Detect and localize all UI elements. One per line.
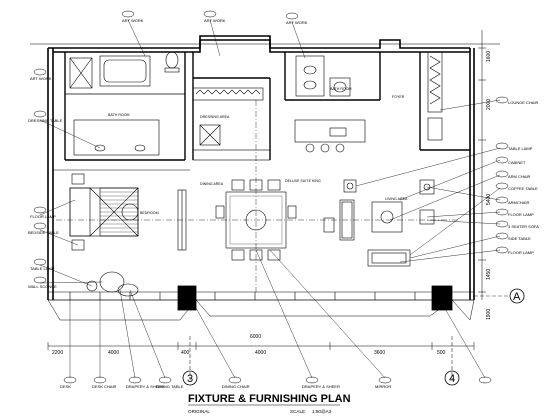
room-label-bath-2: BATH ROOM bbox=[330, 87, 352, 91]
plan-subtitle: ORIGINAL bbox=[188, 409, 210, 414]
center-lines bbox=[56, 100, 460, 292]
bath-fixtures-right bbox=[295, 55, 351, 97]
note-tag: DESK CHAIR bbox=[92, 384, 117, 389]
dimension-label: 2000 bbox=[486, 99, 492, 110]
note-tag: LOUNGE CHAIR bbox=[508, 100, 539, 105]
dimension-label: 5400 bbox=[486, 194, 492, 205]
wardrobe-right bbox=[427, 51, 443, 141]
window-mullions bbox=[69, 292, 416, 300]
dimension-label: 400 bbox=[181, 350, 190, 356]
bath-fixtures-left bbox=[69, 51, 180, 156]
note-tag: ART WORK bbox=[122, 18, 144, 23]
dimension-label: 500 bbox=[437, 350, 446, 356]
note-tag: MIRROR bbox=[375, 384, 391, 389]
dimension-label: 1600 bbox=[486, 51, 492, 62]
dimension-label: 1450 bbox=[486, 269, 492, 280]
note-tag: ARM CHAIR bbox=[508, 174, 531, 179]
note-tag: ART WORK bbox=[30, 76, 52, 81]
note-tag: FLOOR LAMP bbox=[508, 212, 534, 217]
dressing-area-furniture bbox=[192, 87, 271, 161]
room-label-bedroom: BEDROOM bbox=[140, 211, 159, 215]
grid-bubble-a bbox=[509, 288, 525, 304]
dimension-label: 4000 bbox=[255, 350, 266, 356]
dimension-label: 3600 bbox=[374, 350, 385, 356]
dimension-label: 4000 bbox=[108, 350, 119, 356]
interior-walls bbox=[53, 52, 470, 171]
note-tag: SIDE TABLE bbox=[508, 236, 531, 241]
tag-markers bbox=[33, 10, 509, 384]
window-slope bbox=[47, 299, 475, 321]
leader-lines bbox=[39, 19, 501, 379]
dimension-label: 1900 bbox=[486, 309, 492, 320]
grid-label-4: 4 bbox=[449, 373, 455, 385]
note-tag: DRAPERY & SHEER bbox=[126, 384, 164, 389]
room-label-dining: DINING AREA bbox=[200, 182, 224, 186]
grid-bubble-3 bbox=[182, 370, 198, 386]
column-left bbox=[177, 285, 197, 311]
note-tag: FLOOR LAMP bbox=[508, 250, 534, 255]
grid-label-a: A bbox=[513, 291, 521, 303]
bed bbox=[69, 173, 139, 251]
note-tag: 3 SEATER SOFA bbox=[508, 224, 539, 229]
note-tag: CABINET bbox=[508, 160, 526, 165]
note-tag: FLOOR LAMP bbox=[30, 214, 56, 219]
note-tag: DINING CHAIR bbox=[222, 384, 250, 389]
plan-title: FIXTURE & FURNISHING PLAN bbox=[188, 393, 351, 405]
note-tag: ARMCHAIR bbox=[508, 200, 529, 205]
scale-value: 1:50@A3 bbox=[312, 409, 332, 414]
dimension-label: 6000 bbox=[250, 334, 261, 340]
scale-label: SCALE bbox=[290, 409, 305, 414]
outer-walls bbox=[47, 35, 475, 301]
note-tag: WALL SCONCE bbox=[28, 284, 57, 289]
dimension-label: 2200 bbox=[52, 350, 63, 356]
note-tag: TABLE LAMP bbox=[30, 266, 55, 271]
lounge-chair bbox=[86, 271, 139, 297]
note-tag: DRAPERY & SHEER bbox=[302, 384, 340, 389]
note-tag: BEDSIDE TABLE bbox=[28, 230, 59, 235]
room-label-suite: DELUXE SUITE KING bbox=[285, 179, 321, 183]
room-label-bath: BATH ROOM bbox=[108, 113, 130, 117]
note-tag: ART WORK bbox=[286, 20, 308, 25]
desk-furniture bbox=[294, 119, 366, 153]
note-tag: DESK bbox=[60, 384, 71, 389]
note-tag: DRESSING TABLE bbox=[28, 118, 63, 123]
text-layer: BATH ROOM DRESSING AREA BATH ROOM FOYER … bbox=[28, 18, 539, 414]
grid-label-3: 3 bbox=[187, 373, 193, 385]
note-tag: DINING TABLE bbox=[156, 384, 184, 389]
room-label-foyer: FOYER bbox=[392, 95, 405, 99]
column-right bbox=[431, 285, 453, 311]
grid-bubble-4 bbox=[444, 370, 460, 386]
bottom-dimension-line bbox=[47, 336, 475, 380]
note-tag: TABLE LAMP bbox=[508, 146, 533, 151]
room-label-dressing: DRESSING AREA bbox=[200, 115, 230, 119]
note-tag: COFFEE TABLE bbox=[508, 186, 538, 191]
note-tag: ART WORK bbox=[204, 18, 226, 23]
right-dimension-line bbox=[478, 30, 486, 300]
room-label-living: LIVING AREA bbox=[385, 197, 408, 201]
